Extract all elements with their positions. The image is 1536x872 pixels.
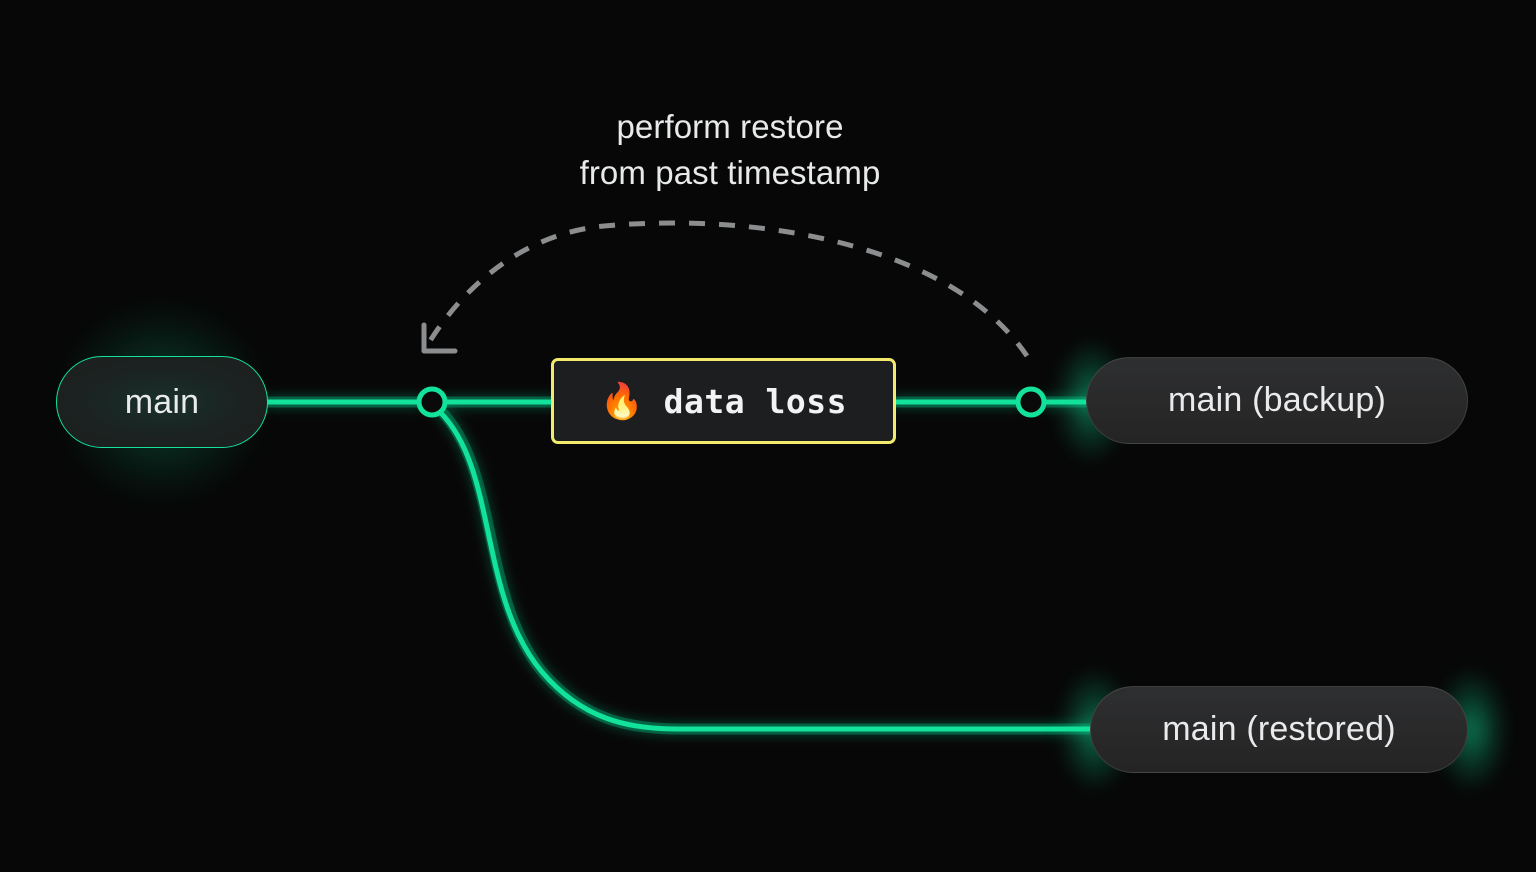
- commit-dot-branch-point[interactable]: [416, 386, 448, 418]
- edge-restore-dashed-arc: [427, 220, 1030, 358]
- node-main-backup-label: main (backup): [1167, 381, 1387, 419]
- edge-branch-to-restored: [437, 409, 1095, 732]
- node-main-label: main: [124, 382, 200, 421]
- commit-dot-backup-point[interactable]: [1015, 386, 1047, 418]
- restore-annotation-text: perform restore from past timestamp: [579, 108, 881, 191]
- node-main-restored-label: main (restored): [1162, 710, 1396, 748]
- restore-arrowhead-icon: [421, 322, 458, 354]
- node-main-restored[interactable]: main (restored): [1090, 686, 1468, 773]
- wire-glow-layer: [262, 396, 1096, 735]
- data-loss-label: data loss: [663, 381, 847, 421]
- node-main-backup[interactable]: main (backup): [1086, 357, 1468, 444]
- data-loss-box[interactable]: 🔥 data loss: [551, 358, 896, 444]
- fire-icon: 🔥: [600, 381, 644, 421]
- node-main[interactable]: main: [56, 356, 268, 448]
